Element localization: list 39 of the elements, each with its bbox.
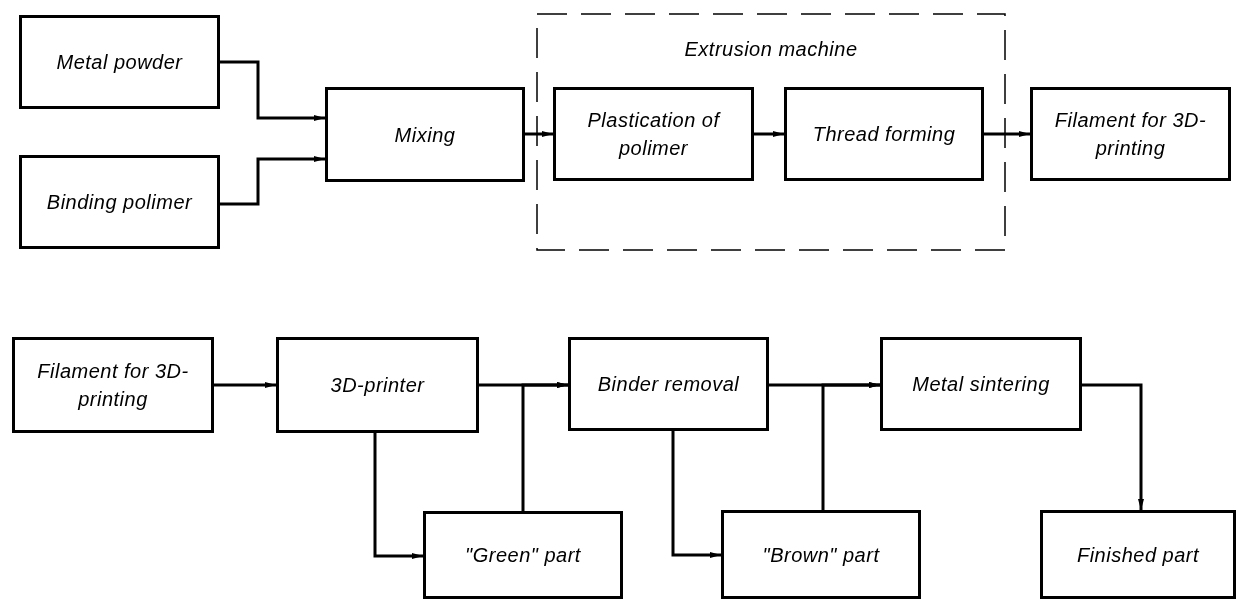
box-label: 3D-printer: [330, 373, 425, 398]
arrow: [1082, 383, 1144, 510]
arrow: [220, 60, 325, 121]
box-label: Metal powder: [56, 50, 183, 75]
arrow: [671, 431, 721, 558]
box-label: "Brown" part: [762, 542, 880, 568]
box-label: Binding polimer: [46, 190, 193, 215]
box-label: Filament for 3D-printing: [1053, 108, 1208, 161]
process-box: [1030, 87, 1231, 181]
arrow: [373, 433, 423, 559]
dashed-group-frame: [536, 13, 1006, 251]
process-box: [568, 337, 769, 431]
process-box: [553, 87, 754, 181]
arrow: [754, 131, 784, 137]
process-box: [19, 15, 220, 109]
box-label: Thread forming: [812, 122, 956, 147]
process-box: [276, 337, 479, 433]
arrow: [220, 156, 325, 206]
group-title: Extrusion machine: [683, 37, 859, 62]
arrow: [821, 382, 880, 510]
box-label: Metal sintering: [912, 372, 1050, 397]
arrow: [984, 131, 1030, 137]
process-box: [325, 87, 525, 182]
process-box: [880, 337, 1082, 431]
process-box: [784, 87, 984, 181]
box-label: Mixing: [394, 122, 456, 148]
process-box: [12, 337, 214, 433]
arrow: [214, 382, 276, 388]
box-label: Plastication of polimer: [586, 108, 722, 161]
arrow: [521, 382, 568, 511]
box-label: Binder removal: [597, 372, 740, 397]
box-label: Filament for 3D-printing: [36, 359, 190, 412]
arrow: [525, 131, 553, 137]
process-box: [1040, 510, 1236, 599]
box-label: "Green" part: [465, 543, 581, 568]
box-label: Finished part: [1076, 542, 1200, 568]
process-box: [19, 155, 220, 249]
process-box: [423, 511, 623, 599]
process-box: [721, 510, 921, 599]
